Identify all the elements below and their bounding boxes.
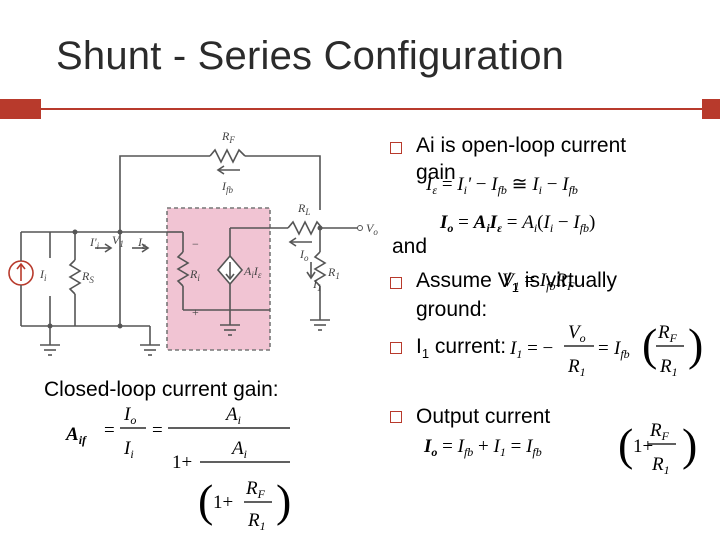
rl-resistor: [287, 220, 323, 236]
eq-io: Io = AiIε = Ai(Ii − Ifb): [439, 212, 595, 235]
title-rule-line: [41, 108, 720, 110]
svg-text:R1: R1: [247, 510, 266, 533]
svg-text:1+: 1+: [213, 492, 233, 513]
label-source: AiIε: [243, 264, 262, 280]
label-ie: Iε: [137, 235, 146, 251]
svg-text:R1: R1: [651, 454, 670, 477]
label-ii: Ii: [39, 267, 47, 283]
bullet-1-line1: Ai is open-loop current: [416, 134, 627, 157]
bullet-box-1: [390, 142, 402, 154]
title-rule-left: [0, 99, 41, 119]
label-minus: −: [192, 237, 199, 251]
bullet-5: Output current: [416, 405, 551, 428]
label-ri: Ri: [189, 267, 200, 283]
label-iiprime: I'i: [89, 235, 100, 251]
svg-text:R1: R1: [567, 356, 586, 379]
svg-text:Vo: Vo: [568, 322, 586, 345]
closed-loop-label: Closed-loop current gain:: [44, 378, 279, 401]
svg-text:R1: R1: [659, 356, 678, 379]
bullet-and: and: [392, 235, 428, 258]
svg-text:RF: RF: [649, 420, 670, 443]
svg-text:=: =: [104, 420, 115, 441]
bullet-box-4: [390, 342, 402, 354]
svg-text:1+: 1+: [633, 436, 653, 457]
svg-text:): ): [276, 475, 291, 526]
label-io: Io: [299, 247, 309, 263]
svg-text:RF: RF: [657, 322, 678, 345]
svg-text:1+: 1+: [172, 452, 192, 473]
slide-title: Shunt - Series Configuration: [56, 34, 565, 78]
ri-resistor: [176, 251, 190, 287]
eq-i1-lhs: I1 = −: [509, 338, 553, 361]
rf-resistor: [209, 148, 246, 164]
svg-text:RF: RF: [245, 478, 266, 501]
svg-text:=: =: [598, 338, 609, 359]
amplifier-box: [166, 207, 271, 351]
svg-text:=: =: [152, 420, 163, 441]
eq-io-total: Io = Ifb + I1 = Ifb: [423, 436, 542, 459]
svg-text:(: (: [618, 419, 633, 470]
eq-ie: Iε = Ii' − Ifb ≅ Ii − Ifb: [425, 174, 578, 197]
eq-v1: V1 = IfbRF: [502, 270, 575, 293]
bullet-4: I1 current:: [416, 335, 507, 362]
label-i1: I1: [312, 277, 322, 293]
bullet-3-line2: ground:: [416, 298, 488, 321]
svg-text:(: (: [642, 319, 657, 370]
svg-text:Ifb: Ifb: [613, 338, 630, 361]
svg-text:Ai: Ai: [224, 404, 241, 427]
svg-text:): ): [682, 419, 697, 470]
svg-text:): ): [688, 319, 703, 370]
svg-text:Io: Io: [123, 404, 136, 427]
label-plus: +: [192, 305, 199, 319]
bullet-1-line2: gain: [416, 161, 456, 184]
r1-resistor: [313, 251, 327, 287]
label-v1: V1: [112, 233, 124, 249]
svg-text:(: (: [198, 475, 213, 526]
svg-text:Ai: Ai: [230, 438, 247, 461]
rs-resistor: [68, 259, 82, 295]
title-rule-right: [702, 99, 720, 119]
eq-aif: Aif: [65, 424, 87, 447]
svg-text:Ii: Ii: [123, 438, 134, 461]
bullet-box-3: [390, 277, 402, 289]
bullet-box-5: [390, 411, 402, 423]
bullet-3-line1: Assume V1 is virtually: [416, 269, 617, 296]
